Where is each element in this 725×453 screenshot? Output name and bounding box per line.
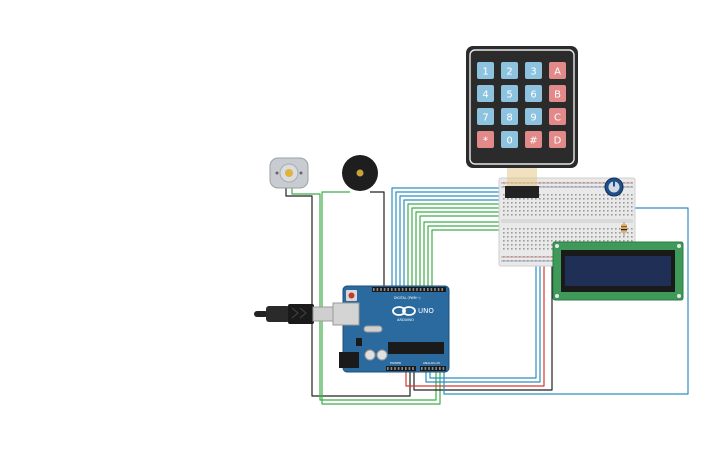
wire-buzzer-black[interactable] bbox=[370, 191, 385, 290]
keypad-key-label: B bbox=[554, 90, 561, 101]
keypad-key-label: 9 bbox=[530, 113, 536, 124]
wire-keypad-6[interactable] bbox=[411, 207, 522, 290]
keypad-key-label: 7 bbox=[482, 113, 488, 124]
keypad-key-label: D bbox=[554, 136, 562, 147]
keypad-key-5[interactable]: 5 bbox=[501, 85, 518, 102]
keypad-key-#[interactable]: # bbox=[525, 131, 542, 148]
keypad-key-9[interactable]: 9 bbox=[525, 108, 542, 125]
usb-cable-icon[interactable] bbox=[254, 304, 334, 324]
power-header-label: POWER bbox=[390, 361, 401, 365]
keypad-key-label: C bbox=[554, 113, 561, 124]
wire-keypad-2[interactable] bbox=[395, 191, 510, 290]
wire-motor-black[interactable] bbox=[285, 188, 411, 397]
wire-keypad-8[interactable] bbox=[419, 215, 528, 290]
keypad-key-label: 0 bbox=[506, 136, 512, 147]
keypad-key-7[interactable]: 7 bbox=[477, 108, 494, 125]
keypad-key-*[interactable]: * bbox=[477, 131, 494, 148]
wire-keypad-5[interactable] bbox=[407, 203, 519, 290]
keypad-key-label: * bbox=[483, 136, 488, 147]
keypad-key-label: 8 bbox=[506, 113, 512, 124]
keypad-key-label: 3 bbox=[530, 67, 536, 78]
keypad-key-D[interactable]: D bbox=[549, 131, 566, 148]
arduino-model-label: UNO bbox=[418, 307, 434, 315]
breadboard-holes bbox=[503, 182, 633, 262]
potentiometer-icon[interactable] bbox=[604, 177, 624, 197]
wire-lcd-rs[interactable] bbox=[443, 207, 689, 395]
keypad-key-8[interactable]: 8 bbox=[501, 108, 518, 125]
wire-keypad-1[interactable] bbox=[391, 187, 507, 290]
keypad-key-label: 1 bbox=[482, 67, 488, 78]
keypad-key-4[interactable]: 4 bbox=[477, 85, 494, 102]
digital-header-label: DIGITAL (PWM~) bbox=[394, 296, 420, 300]
digital-header-pins bbox=[373, 288, 443, 291]
keypad-key-0[interactable]: 0 bbox=[501, 131, 518, 148]
keypad-key-label: 6 bbox=[530, 90, 536, 101]
keypad-key-label: A bbox=[554, 67, 561, 78]
lcd-16x2-display[interactable] bbox=[552, 241, 684, 301]
wire-keypad-4[interactable] bbox=[403, 199, 516, 290]
keypad-key-C[interactable]: C bbox=[549, 108, 566, 125]
arduino-logo-icon bbox=[392, 306, 416, 316]
keypad-key-label: # bbox=[529, 136, 537, 147]
piezo-buzzer-icon[interactable] bbox=[342, 155, 378, 191]
keypad-key-3[interactable]: 3 bbox=[525, 62, 542, 79]
keypad-key-label: 2 bbox=[506, 67, 512, 78]
keypad-key-B[interactable]: B bbox=[549, 85, 566, 102]
analog-header-label: ANALOG IN bbox=[423, 361, 440, 365]
resistor-icon[interactable] bbox=[621, 222, 627, 236]
keypad-keys: 1 2 3 A 4 5 6 B 7 8 9 C * 0 # D bbox=[477, 62, 566, 148]
wire-buzzer-green[interactable] bbox=[321, 191, 441, 405]
keypad-key-label: 5 bbox=[506, 90, 512, 101]
keypad-header-pins bbox=[505, 168, 539, 198]
keypad-key-1[interactable]: 1 bbox=[477, 62, 494, 79]
keypad-4x4[interactable]: 1 2 3 A 4 5 6 B 7 8 9 C * 0 # D bbox=[466, 46, 578, 168]
keypad-key-A[interactable]: A bbox=[549, 62, 566, 79]
wire-motor-green[interactable] bbox=[291, 188, 437, 401]
power-analog-header-pins bbox=[387, 367, 445, 370]
dc-motor-icon[interactable] bbox=[269, 157, 309, 189]
arduino-brand-label: ARDUINO bbox=[397, 318, 414, 322]
wire-keypad-7[interactable] bbox=[415, 211, 525, 290]
keypad-key-2[interactable]: 2 bbox=[501, 62, 518, 79]
keypad-key-6[interactable]: 6 bbox=[525, 85, 542, 102]
wire-keypad-3[interactable] bbox=[399, 195, 513, 290]
arduino-uno-board[interactable]: ARDUINO UNO DIGITAL (PWM~) POWER ANALOG … bbox=[332, 285, 450, 373]
keypad-key-label: 4 bbox=[482, 90, 488, 101]
